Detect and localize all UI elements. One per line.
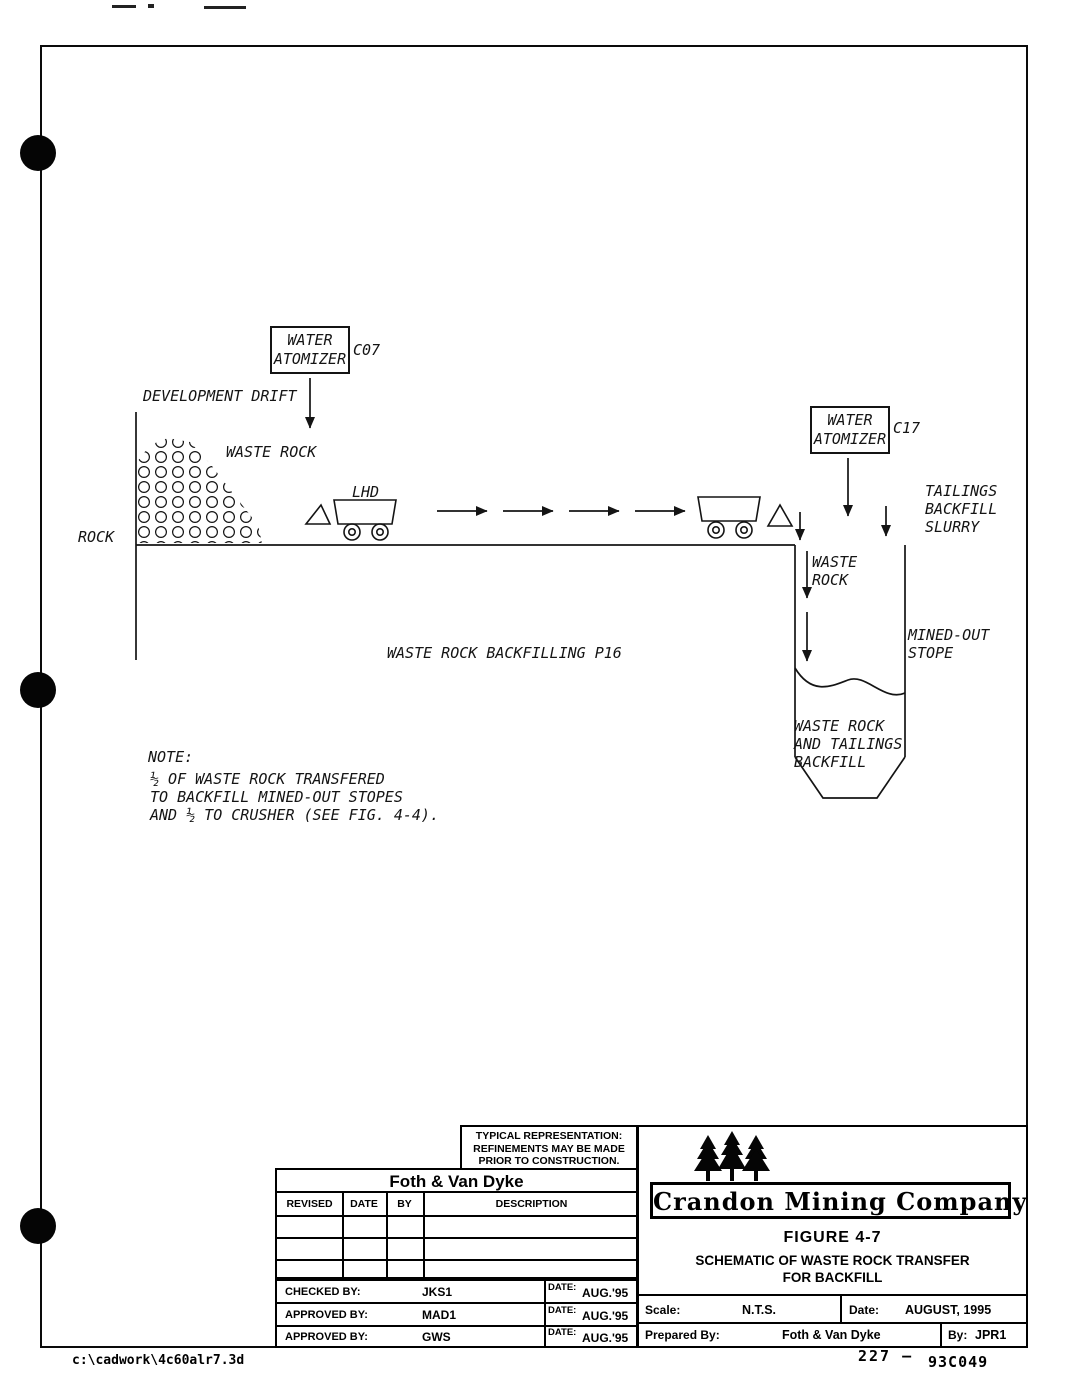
water-atomizer-label: WATER ATOMIZER [273,331,347,368]
by-value: JPR1 [975,1328,1007,1342]
shaft-waste-rock-label: WASTE ROCK [812,553,858,589]
approved-by-label: APPROVED BY: [285,1309,368,1321]
company-title-block: Crandon Mining Company FIGURE 4-7 SCHEMA… [637,1125,1028,1348]
scan-artifact [204,6,246,9]
approved-by-row-2: APPROVED BY: GWS DATE: AUG.'95 [275,1325,638,1348]
date-value: AUGUST, 1995 [905,1303,992,1317]
table-divider [423,1193,425,1277]
note-body: ½ OF WASTE ROCK TRANSFERED TO BACKFILL M… [150,770,439,824]
waste-rock-pile-label: WASTE ROCK [226,443,317,461]
company-name-box: Crandon Mining Company [650,1182,1028,1219]
mined-out-stope-label: MINED-OUT STOPE [908,626,990,662]
table-divider [840,1296,842,1322]
col-header-by: BY [397,1198,412,1210]
company-name: Crandon Mining Company [653,1187,1028,1216]
pine-trees-logo-icon [694,1131,770,1181]
date-value: AUG.'95 [582,1286,629,1300]
table-divider [940,1322,942,1348]
date-label: DATE: [548,1282,577,1293]
table-divider [277,1237,636,1239]
table-divider [544,1281,546,1302]
scan-artifact [112,5,136,8]
cad-file-path: c:\cadwork\4c60alr7.3d [72,1353,245,1368]
col-header-revised: REVISED [286,1198,333,1210]
figure-title: SCHEMATIC OF WASTE ROCK TRANSFER FOR BAC… [695,1253,970,1285]
table-divider [277,1215,636,1217]
approved-by-value: MAD1 [422,1308,457,1322]
date-label: DATE: [548,1327,577,1338]
atomizer-tag-c17: C17 [893,419,921,437]
lhd-label: LHD [352,483,380,501]
punch-hole [20,1208,56,1244]
scale-label: Scale: [645,1303,681,1317]
prepared-by-row: Prepared By: Foth & Van Dyke By: JPR1 [637,1322,1028,1348]
punch-hole [20,135,56,171]
table-divider [342,1193,344,1277]
note-title: NOTE: [148,748,194,766]
table-divider [277,1259,636,1261]
firm-name: Foth & Van Dyke [389,1172,524,1191]
disclaimer-box: TYPICAL REPRESENTATION: REFINEMENTS MAY … [460,1125,638,1170]
waste-rock-backfilling-label: WASTE ROCK BACKFILLING P16 [387,644,622,662]
table-divider [544,1327,546,1346]
col-header-date: DATE [350,1198,378,1210]
firm-name-row: Foth & Van Dyke [275,1168,638,1193]
sheet-number: 227 – [858,1347,914,1365]
table-divider [544,1304,546,1325]
rock-label: ROCK [78,528,115,546]
tailings-backfill-slurry-label: TAILINGS BACKFILL SLURRY [925,482,998,536]
revision-table: REVISED DATE BY DESCRIPTION [275,1191,638,1279]
water-atomizer-box-c17: WATER ATOMIZER [810,406,890,454]
date-label: DATE: [548,1305,577,1316]
date-value: AUG.'95 [582,1309,629,1323]
approved-by-row-1: APPROVED BY: MAD1 DATE: AUG.'95 [275,1302,638,1327]
prepared-by-value: Foth & Van Dyke [782,1328,881,1342]
atomizer-tag-c07: C07 [353,341,381,359]
approved-by-label: APPROVED BY: [285,1331,368,1343]
checked-by-value: JKS1 [422,1285,453,1299]
document-number: 93C049 [928,1353,989,1371]
col-header-description: DESCRIPTION [495,1198,568,1210]
approved-by-value: GWS [422,1330,451,1344]
by-label: By: [948,1328,968,1342]
scale-value: N.T.S. [742,1303,777,1317]
punch-hole [20,672,56,708]
backfill-label: WASTE ROCK AND TAILINGS BACKFILL [794,717,903,771]
water-atomizer-label: WATER ATOMIZER [813,411,887,448]
disclaimer-text: TYPICAL REPRESENTATION: REFINEMENTS MAY … [473,1130,625,1167]
water-atomizer-box-c07: WATER ATOMIZER [270,326,350,374]
scan-artifact [148,4,154,8]
checked-by-label: CHECKED BY: [285,1286,361,1298]
date-value: AUG.'95 [582,1331,629,1345]
checked-by-row: CHECKED BY: JKS1 DATE: AUG.'95 [275,1279,638,1304]
table-divider [386,1193,388,1277]
prepared-by-label: Prepared By: [645,1328,720,1342]
figure-number: FIGURE 4-7 [783,1229,882,1246]
development-drift-label: DEVELOPMENT DRIFT [143,387,297,405]
scale-date-row: Scale: N.T.S. Date: AUGUST, 1995 [637,1294,1028,1324]
date-label: Date: [849,1303,880,1317]
